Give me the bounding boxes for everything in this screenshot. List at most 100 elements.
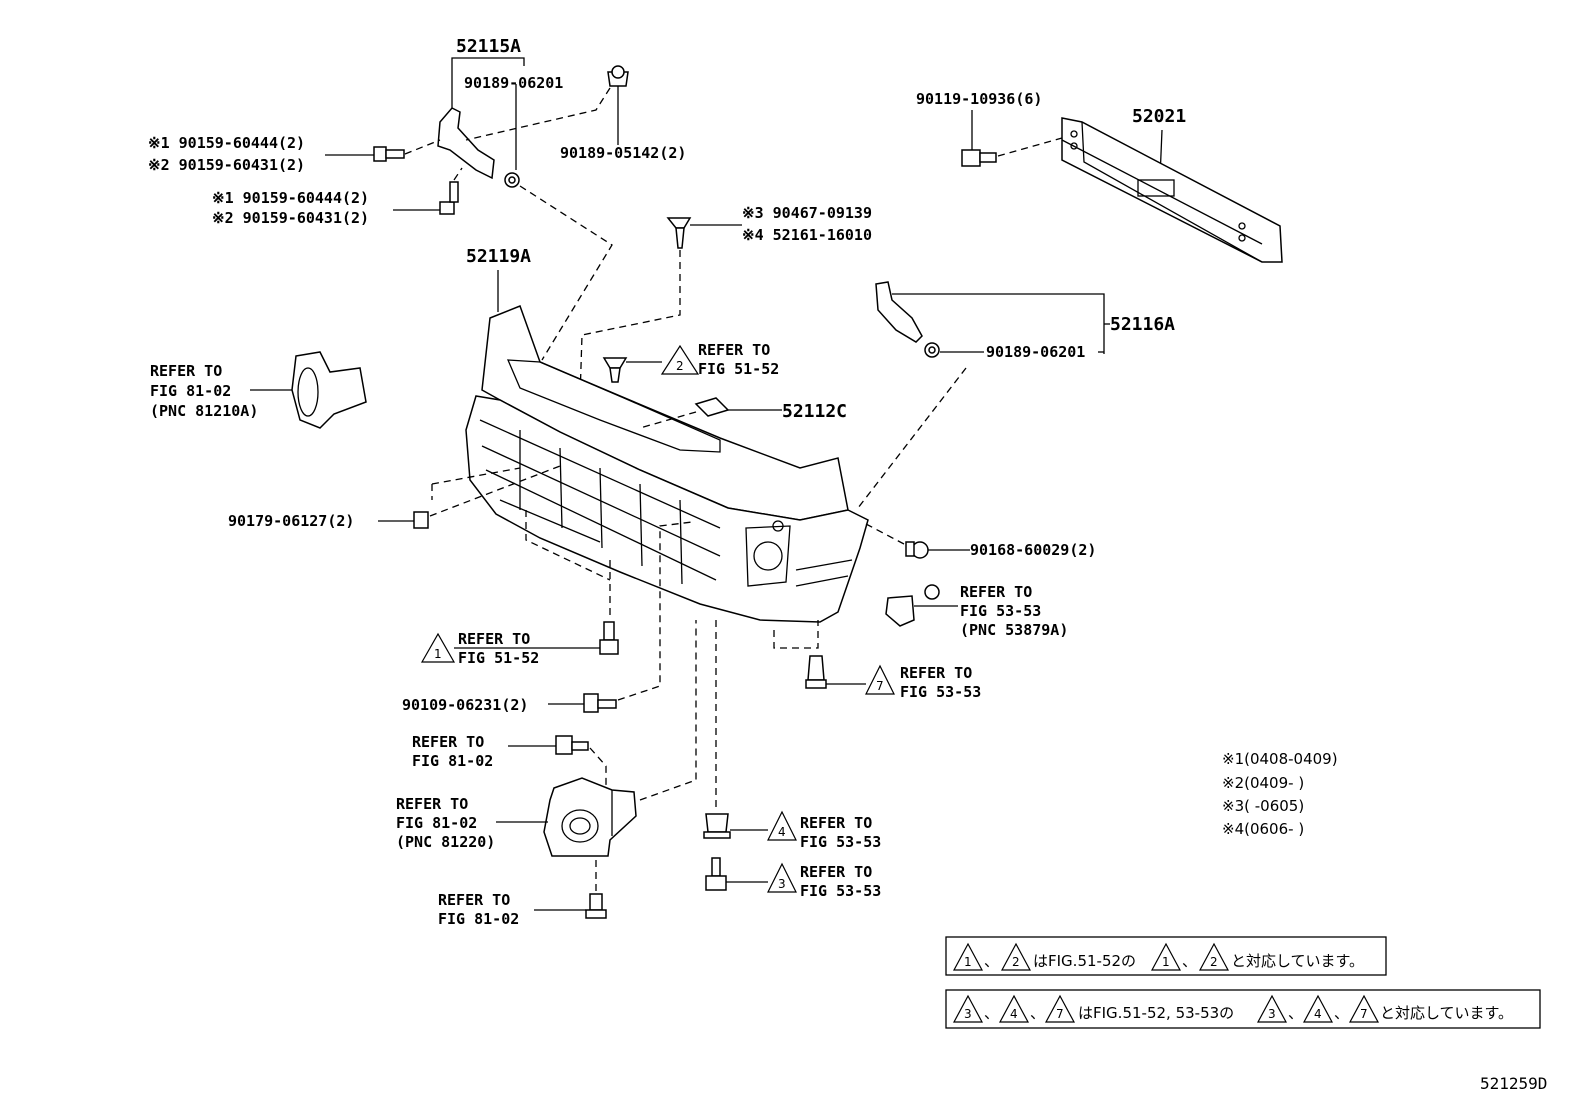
clip-90189-06201-b [924,342,940,358]
svg-text:2: 2 [1012,955,1020,969]
refer4-line2: FIG 51-52 [458,649,539,667]
label-90189-06201-b: 90189-06201 [986,343,1085,361]
dash-52112C [639,411,697,429]
svg-text:、: 、 [1182,952,1197,970]
svg-text:3: 3 [778,877,786,891]
figure-id: 521259D [1480,1074,1547,1093]
label-52115A: 52115A [456,36,521,57]
label-52021: 52021 [1132,106,1186,127]
clip-ref2 [602,357,628,383]
triangle-1-ref: 1 [420,632,456,663]
clip-90189-06201-a [504,172,520,188]
bracket-52115A [451,57,525,66]
refer8-line1: REFER TO [800,814,872,832]
svg-text:、: 、 [1288,1004,1303,1022]
label-90168: 90168-60029(2) [970,541,1096,559]
bracket-52116A [892,293,1105,354]
refer5-line2: FIG 53-53 [900,683,981,701]
dash-clip-to-bracket [465,87,611,141]
triangle-2-ref: 2 [660,344,700,375]
dash-clip-90467 [579,250,681,399]
dash-ref7 [773,620,819,649]
side-bracket-left [437,107,495,180]
svg-text:1: 1 [964,955,972,969]
label-90109: 90109-06231(2) [402,696,528,714]
dash-clip-b-bumper [857,367,967,509]
refer7-line2: FIG 81-02 [396,814,477,832]
screw-ref6 [555,735,589,755]
front-bumper-52119A [465,305,869,623]
note-box-2: 3 、 4 、 7 はFIG.51-52, 53-53の 3 、 4 、 7 と… [945,989,1541,1029]
svg-text:と対応しています。: と対応しています。 [1231,952,1364,970]
label-90179: 90179-06127(2) [228,512,354,530]
refer7-line1: REFER TO [396,795,468,813]
label-90159-b1: ※1 90159-60444(2) [212,189,369,207]
screw-90159-a [373,146,405,162]
svg-text:2: 2 [676,359,684,373]
label-90189-06201-a: 90189-06201 [464,74,563,92]
dash-screw-a [404,139,441,155]
dash-screw-b [453,167,463,181]
clip-90467 [666,217,692,249]
dash-90179-d [525,510,611,581]
svg-text:1: 1 [1162,955,1170,969]
clip-90189-05142 [607,65,629,87]
label-52119A: 52119A [466,246,531,267]
refer3-line3: (PNC 53879A) [960,621,1068,639]
emblem-52112C [694,397,730,417]
screw-90109 [583,693,617,713]
refer3-line2: FIG 53-53 [960,602,1041,620]
clip-ref4 [703,813,731,839]
refer1-line1: REFER TO [150,362,222,380]
refer10-line2: FIG 81-02 [438,910,519,928]
dash-clip-bumper [519,185,613,361]
triangle-4-ref: 4 [767,810,797,841]
dash-bolt-90119 [997,137,1063,157]
clip-ref3 [705,857,727,891]
clip-90168 [905,541,929,559]
refer2-line2: FIG 51-52 [698,360,779,378]
svg-text:はFIG.51-52, 53-53の: はFIG.51-52, 53-53の [1078,1004,1234,1022]
refer1-line2: FIG 81-02 [150,382,231,400]
svg-text:、: 、 [984,1004,999,1022]
dash-lamp-bumper [639,620,697,801]
legend-note-3: ※3( -0605) [1222,797,1304,815]
triangle-3-ref: 3 [767,862,797,893]
svg-text:4: 4 [778,825,786,839]
refer6-line1: REFER TO [412,733,484,751]
svg-text:、: 、 [1334,1004,1349,1022]
dash-90109 [617,521,693,701]
svg-text:はFIG.51-52の: はFIG.51-52の [1033,952,1136,970]
label-90159-a2: ※2 90159-60431(2) [148,156,305,174]
label-52112C: 52112C [782,401,847,422]
refer8-line2: FIG 53-53 [800,833,881,851]
label-90119: 90119-10936(6) [916,90,1042,108]
label-90159-b2: ※2 90159-60431(2) [212,209,369,227]
label-90159-a1: ※1 90159-60444(2) [148,134,305,152]
refer4-line1: REFER TO [458,630,530,648]
svg-text:1: 1 [434,647,442,661]
label-52116A: 52116A [1110,314,1175,335]
label-52161: ※4 52161-16010 [742,226,872,244]
svg-text:3: 3 [964,1007,972,1021]
legend-note-1: ※1(0408-0409) [1222,750,1338,768]
refer5-line1: REFER TO [900,664,972,682]
dash-90168 [865,523,905,545]
label-90189-05142: 90189-05142(2) [560,144,686,162]
bolt-90119 [961,149,997,167]
svg-text:7: 7 [1360,1007,1368,1021]
dash-90179-b [431,467,521,485]
svg-text:7: 7 [876,679,884,693]
svg-text:4: 4 [1314,1007,1322,1021]
fog-lamp-bracket-81220 [543,777,637,857]
refer2-line1: REFER TO [698,341,770,359]
refer9-line1: REFER TO [800,863,872,881]
sensor-53879A [885,584,940,627]
triangle-7-ref: 7 [865,664,895,695]
side-bracket-right [875,281,923,343]
legend-note-4: ※4(0606- ) [1222,820,1304,838]
nut-90179 [413,511,429,529]
svg-text:4: 4 [1010,1007,1018,1021]
svg-text:7: 7 [1056,1007,1064,1021]
